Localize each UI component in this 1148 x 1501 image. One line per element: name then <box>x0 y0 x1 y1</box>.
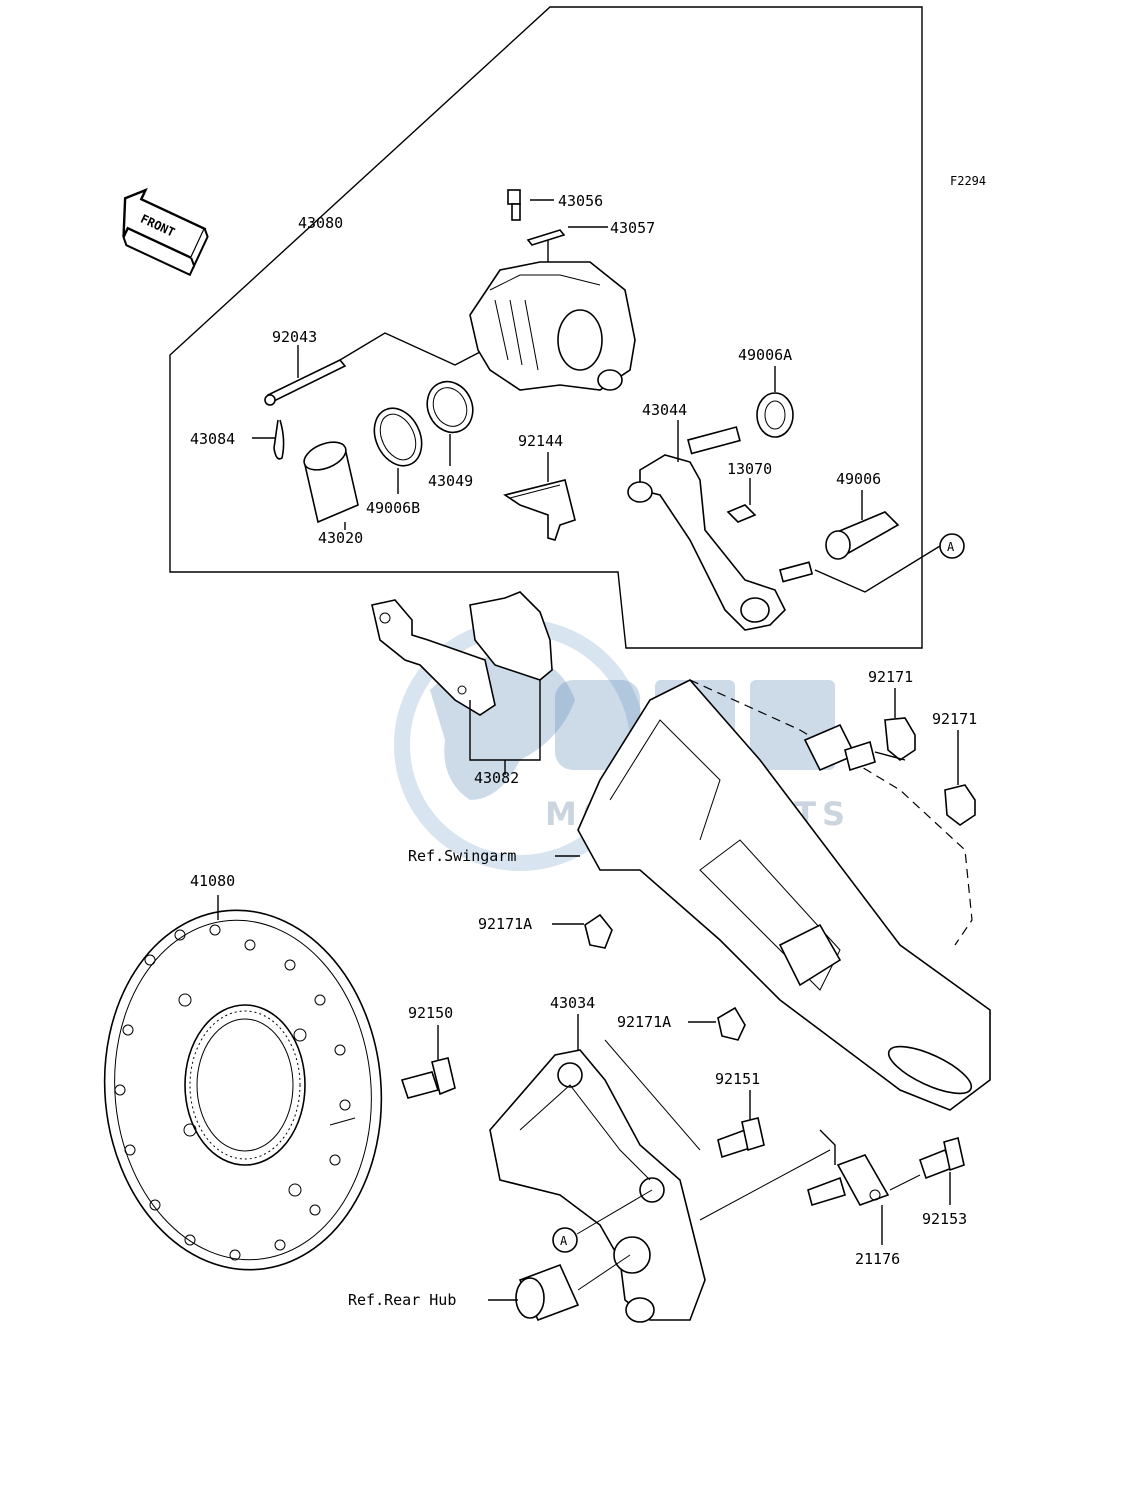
boot-49006A <box>756 366 794 438</box>
svg-text:A: A <box>560 1234 568 1248</box>
brake-pads-43082 <box>371 591 553 775</box>
front-arrow-icon: FRONT <box>122 187 209 277</box>
label-ref-swingarm: Ref.Swingarm <box>408 847 516 865</box>
abs-sensor-wire <box>803 723 906 772</box>
bleeder-valve-43056 <box>507 189 554 221</box>
label-ref-rear-hub: Ref.Rear Hub <box>348 1291 456 1309</box>
caliper-body <box>469 237 636 391</box>
label-49006A: 49006A <box>738 346 792 364</box>
label-49006: 49006 <box>836 470 881 488</box>
label-13070: 13070 <box>727 460 772 478</box>
label-92144: 92144 <box>518 432 563 450</box>
clamp-92171A-1 <box>552 913 613 949</box>
callout-a-top: A <box>939 533 965 559</box>
label-43034: 43034 <box>550 994 595 1012</box>
label-43057: 43057 <box>610 219 655 237</box>
disc-holes <box>114 924 351 1261</box>
label-49006B: 49006B <box>366 499 420 517</box>
label-92043: 92043 <box>272 328 317 346</box>
swingarm <box>555 679 991 1111</box>
bolt-92153 <box>889 1136 965 1205</box>
seal-49006B <box>373 407 423 494</box>
label-92171-2: 92171 <box>932 710 977 728</box>
callout-a-bottom: A <box>552 1189 653 1253</box>
label-92150: 92150 <box>408 1004 453 1022</box>
caliper-bracket-43044 <box>627 420 814 631</box>
pin-92043 <box>264 332 481 406</box>
rear-hub-collar <box>488 1254 631 1322</box>
caliper-assembly-outline <box>169 6 923 649</box>
label-43020: 43020 <box>318 529 363 547</box>
abs-sensor-21176 <box>807 1129 890 1245</box>
bolt-92150 <box>400 1025 456 1099</box>
clamp-92171A-2 <box>688 1006 746 1041</box>
bolt-92151 <box>717 1090 765 1159</box>
clip-13070 <box>726 478 757 523</box>
part-labels: 43080 43056 43057 92043 43084 43020 4900… <box>190 192 977 1309</box>
label-43082: 43082 <box>474 769 519 787</box>
figure-code: F2294 <box>950 174 986 188</box>
bleeder-cap-43057 <box>526 226 608 246</box>
label-41080: 41080 <box>190 872 235 890</box>
label-92171A-1: 92171A <box>478 915 532 933</box>
seal-43049 <box>426 380 474 466</box>
label-21176: 21176 <box>855 1250 900 1268</box>
label-92171A-2: 92171A <box>617 1013 671 1031</box>
clamp-92171-2 <box>944 730 976 826</box>
label-43080: 43080 <box>298 214 343 232</box>
label-92153: 92153 <box>922 1210 967 1228</box>
label-92171-1: 92171 <box>868 668 913 686</box>
label-43056: 43056 <box>558 192 603 210</box>
brake-disc-41080 <box>103 895 383 1271</box>
label-43049: 43049 <box>428 472 473 490</box>
label-43084: 43084 <box>190 430 235 448</box>
label-43044: 43044 <box>642 401 687 419</box>
boot-49006 <box>814 490 941 593</box>
svg-text:A: A <box>947 540 955 554</box>
label-92151: 92151 <box>715 1070 760 1088</box>
clip-43084 <box>252 419 285 460</box>
piston-43020 <box>303 441 359 530</box>
caliper-bracket-43034 <box>489 1014 831 1323</box>
pad-spring-92144 <box>503 452 576 541</box>
clamp-92171-1 <box>884 688 916 761</box>
